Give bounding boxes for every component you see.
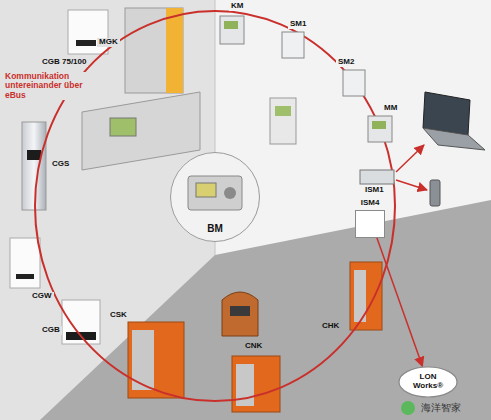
device-name: CHK <box>320 322 341 331</box>
cabinet-door <box>166 8 183 93</box>
device-name: CGS <box>50 160 71 169</box>
floor-boiler <box>350 262 382 330</box>
module-display <box>275 106 291 116</box>
floor-boiler <box>128 322 184 398</box>
node-text: BM <box>207 223 223 234</box>
watermark-icon <box>401 401 415 415</box>
ebus-ring <box>35 11 395 401</box>
oval-outline <box>399 367 457 397</box>
gas-boiler-tall <box>22 122 46 210</box>
module-name: SM1 <box>288 20 308 29</box>
watermark: 海洋智家 <box>419 402 463 413</box>
wall-boiler <box>10 238 40 288</box>
device-name: CGB <box>40 326 62 335</box>
room-control-unit <box>188 176 242 210</box>
module-body <box>355 210 385 238</box>
network-oval: LON Works® <box>398 366 458 398</box>
module-name: MM <box>382 104 399 113</box>
control-module <box>368 116 392 142</box>
device-name: MGK <box>97 38 120 47</box>
arrow <box>396 180 427 190</box>
connector-arrow <box>377 238 423 366</box>
controller-display <box>230 306 250 316</box>
node-text: ISM4 <box>361 199 380 208</box>
module-display <box>224 21 238 29</box>
floor-controller <box>222 292 258 336</box>
phone <box>430 180 440 206</box>
module-name: SM2 <box>336 58 356 67</box>
magnifier-circle: BM <box>170 152 260 242</box>
device-name: CSK <box>108 311 129 320</box>
device-name: CNK <box>243 342 264 351</box>
interface-module: ISM4 <box>352 199 388 238</box>
unit-knob <box>224 187 236 199</box>
note: Kommunikation untereinander über eBus <box>3 72 87 100</box>
boiler-display <box>76 40 96 46</box>
floor <box>40 200 491 420</box>
laptop-screen <box>423 92 470 135</box>
interface-device <box>360 170 394 184</box>
panel-display <box>110 118 136 136</box>
node-text: LON Works® <box>410 373 446 391</box>
wall-panel <box>82 92 200 170</box>
laptop-base <box>423 128 485 150</box>
floor-boiler <box>232 356 280 412</box>
module-name: KM <box>229 2 245 11</box>
control-module <box>343 70 365 96</box>
control-module <box>282 32 304 58</box>
gas-boiler <box>68 10 108 54</box>
boiler-display <box>27 150 41 160</box>
device-name: CGW <box>30 292 54 301</box>
cascade-cabinet <box>125 8 183 93</box>
magnifier-ground <box>170 152 260 242</box>
control-module <box>220 16 244 44</box>
device-name: CGB 75/100 <box>40 58 88 67</box>
arrow <box>396 145 424 172</box>
boiler-display <box>16 274 34 279</box>
module-display <box>372 121 386 129</box>
wall-module <box>270 98 296 144</box>
module-name: ISM1 <box>363 186 386 195</box>
unit-display <box>196 183 216 197</box>
